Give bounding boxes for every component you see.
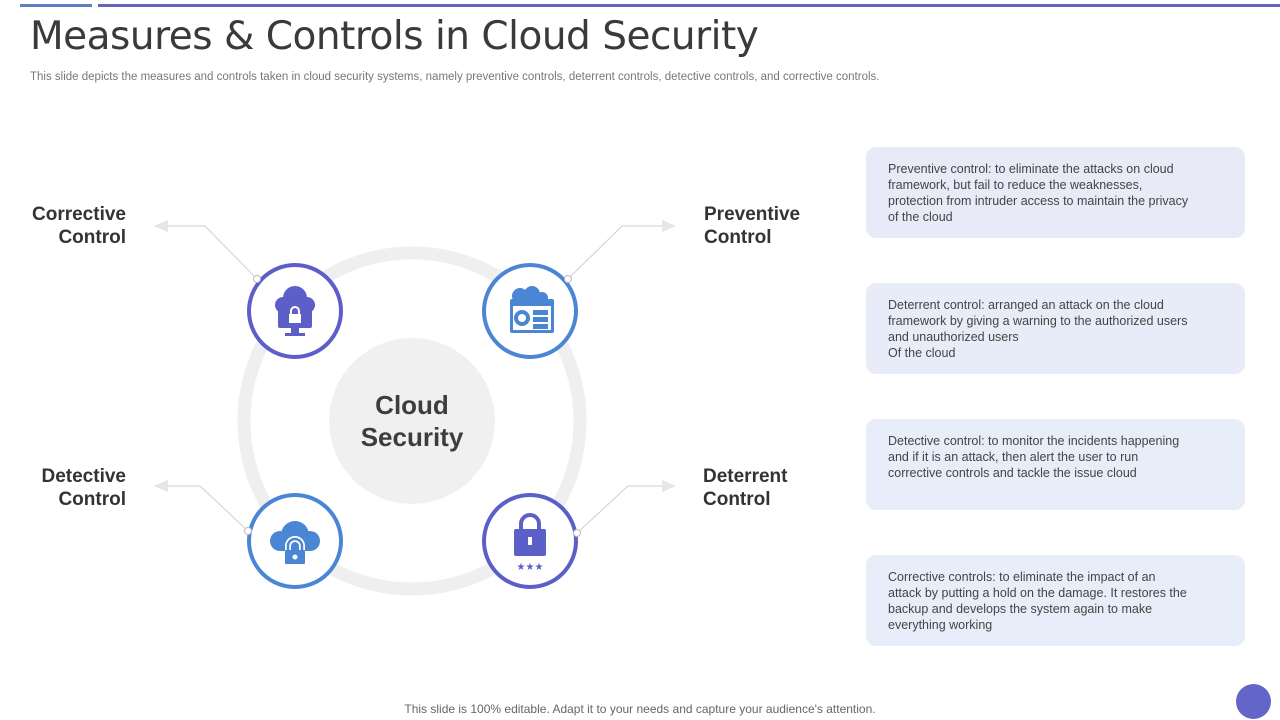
outer-ring	[237, 246, 587, 596]
label-line: Preventive	[704, 204, 801, 225]
page-title: Measures & Controls in Cloud Security	[30, 14, 759, 59]
corrective-description-box: Corrective controls: to eliminate the im…	[866, 555, 1245, 646]
label-corrective-control: Corrective Control	[0, 203, 126, 249]
center-label: Cloud Security	[330, 389, 494, 453]
cloud-lock-icon	[270, 521, 320, 564]
cloud-settings-window-icon	[510, 286, 554, 333]
arrowheads	[153, 220, 676, 492]
footer-note: This slide is 100% editable. Adapt it to…	[404, 702, 876, 716]
page-subtitle: This slide depicts the measures and cont…	[30, 71, 880, 83]
label-line: Corrective	[32, 204, 126, 225]
label-line: Detective	[41, 466, 127, 487]
arrow-icon	[153, 220, 168, 232]
center-line-2: Security	[360, 422, 464, 452]
arrow-icon	[662, 220, 676, 232]
top-accent-bar	[20, 4, 92, 7]
top-accent-bar-long	[98, 4, 1280, 7]
label-line: Control	[58, 227, 126, 248]
svg-text:★★★: ★★★	[517, 562, 544, 573]
preventive-description-box: Preventive control: to eliminate the att…	[866, 147, 1245, 238]
center-line-1: Cloud	[375, 390, 449, 420]
label-line: Control	[58, 489, 126, 510]
cloud-monitor-lock-icon	[275, 286, 315, 336]
label-line: Control	[703, 489, 771, 510]
padlock-rating-icon: ★★★	[514, 513, 546, 573]
deterrent-description-box: Deterrent control: arranged an attack on…	[866, 283, 1245, 374]
label-deterrent-control: Deterrent Control	[703, 465, 787, 511]
center-circle	[329, 338, 495, 504]
label-detective-control: Detective Control	[0, 465, 127, 511]
label-line: Control	[704, 227, 772, 248]
label-preventive-control: Preventive Control	[704, 203, 800, 249]
corner-decoration-circle	[1236, 684, 1271, 719]
connector-lines	[168, 225, 662, 534]
detective-description-box: Detective control: to monitor the incide…	[866, 419, 1245, 510]
arrow-icon	[153, 480, 168, 492]
arrow-icon	[662, 480, 676, 492]
label-line: Deterrent	[703, 466, 788, 487]
